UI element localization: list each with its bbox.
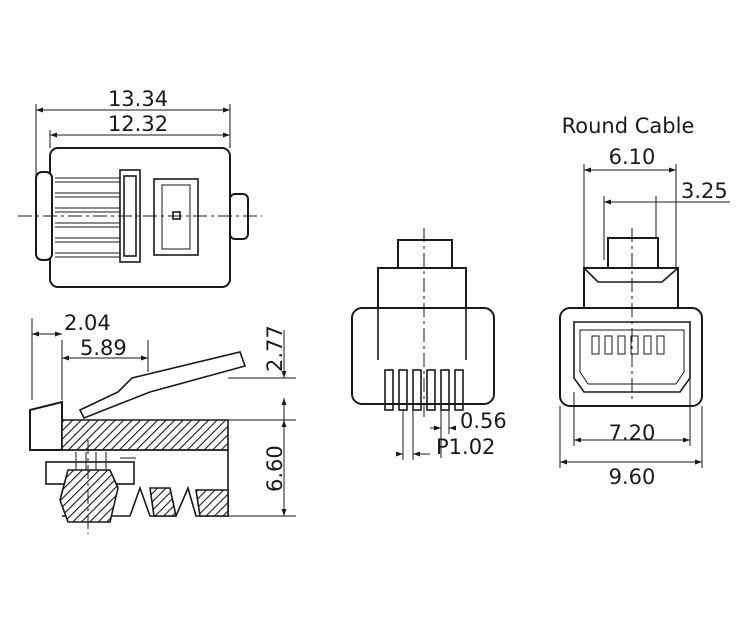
front-view: 0.56 P1.02 bbox=[351, 228, 507, 460]
dim-body-length: 12.32 bbox=[108, 112, 168, 136]
dim-latch-length: 5.89 bbox=[80, 336, 127, 360]
top-view: 13.34 12.32 bbox=[18, 87, 262, 288]
dim-latch-width: 3.25 bbox=[681, 179, 728, 203]
dim-latch-height: 2.77 bbox=[263, 325, 287, 372]
view-title: Round Cable bbox=[562, 114, 695, 138]
dim-latch-offset: 2.04 bbox=[64, 311, 111, 335]
dim-overall-length: 13.34 bbox=[108, 87, 168, 111]
side-view: 2.04 5.89 2.77 6.60 bbox=[29, 311, 296, 534]
dim-cable-width: 6.10 bbox=[609, 145, 656, 169]
dim-body-height: 6.60 bbox=[263, 445, 287, 492]
dim-inner-width: 7.20 bbox=[609, 421, 656, 445]
dim-contact-width: 0.56 bbox=[460, 409, 507, 433]
dim-contact-pitch: P1.02 bbox=[436, 435, 495, 459]
rear-view: Round Cable 6.10 3.25 7.20 9.60 bbox=[559, 114, 730, 489]
dim-outer-width: 9.60 bbox=[609, 465, 656, 489]
